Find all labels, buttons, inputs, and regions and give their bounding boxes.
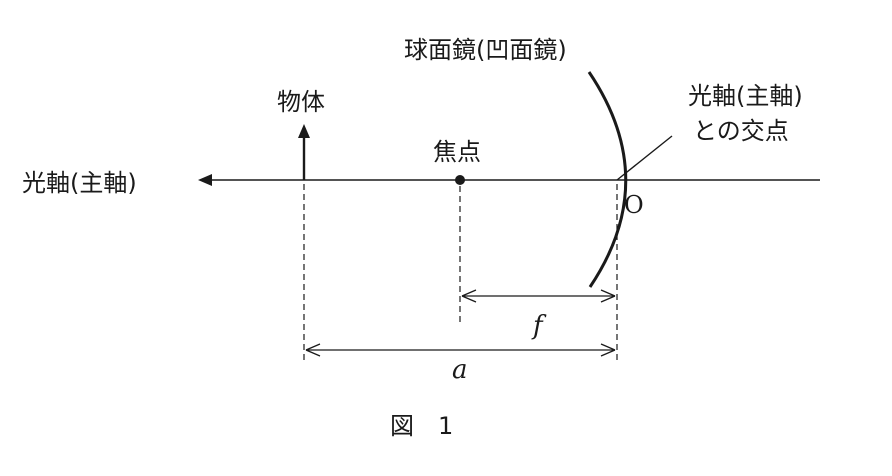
distance-label: a [452, 355, 468, 385]
object-label: 物体 [277, 88, 325, 116]
concave-mirror-curve [587, 71, 628, 288]
distance-arrow-left [305, 343, 321, 357]
optical-axis-arrowhead [198, 174, 212, 186]
optical-axis-label: 光軸(主軸) [22, 169, 137, 197]
distance-arrow-right [600, 343, 616, 357]
origin-label: O [624, 191, 644, 219]
focal-length-arrow-right [600, 289, 616, 303]
figure-caption: 図 1 [390, 412, 453, 440]
focus-label: 焦点 [433, 138, 481, 166]
intersection-leader-line [616, 135, 673, 181]
intersection-label-line1: 光軸(主軸) [688, 82, 803, 110]
focal-length-arrow-left [461, 289, 477, 303]
object-arrow-head [298, 124, 310, 138]
intersection-label-line2: との交点 [693, 117, 789, 145]
mirror-label: 球面鏡(凹面鏡) [404, 36, 567, 64]
focus-point [455, 175, 465, 185]
focal-length-label: f [531, 311, 547, 341]
